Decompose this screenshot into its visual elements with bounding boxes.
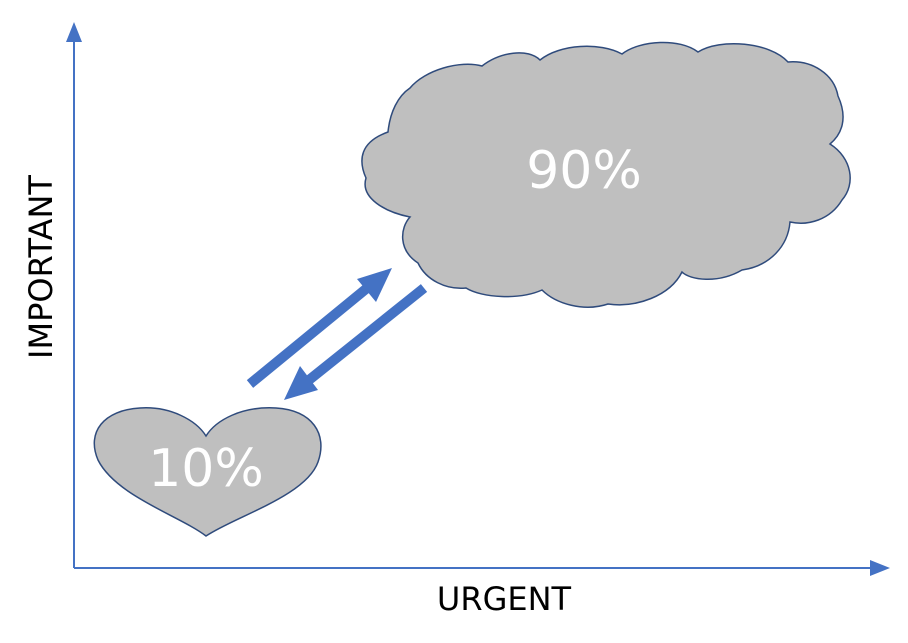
y-axis-arrowhead <box>66 22 82 42</box>
cloud-label: 90% <box>526 141 642 201</box>
heart-body <box>93 407 322 537</box>
cloud-body <box>361 41 851 308</box>
y-axis-label: IMPORTANT <box>22 175 60 359</box>
arrow-to-cloud-shaft <box>246 280 376 388</box>
arrow-to-cloud-head <box>357 268 392 302</box>
y-axis <box>66 22 82 568</box>
x-axis-arrowhead <box>870 560 890 576</box>
heart-label: 10% <box>148 439 264 499</box>
x-axis <box>74 560 890 576</box>
arrow-to-cloud <box>246 268 392 388</box>
cloud-shape: 90% <box>361 41 851 308</box>
arrow-to-heart-head <box>284 366 318 400</box>
x-axis-label: URGENT <box>437 580 572 618</box>
heart-shape: 10% <box>93 407 322 537</box>
arrow-to-heart-shaft <box>300 284 428 388</box>
arrow-to-heart <box>284 284 428 400</box>
